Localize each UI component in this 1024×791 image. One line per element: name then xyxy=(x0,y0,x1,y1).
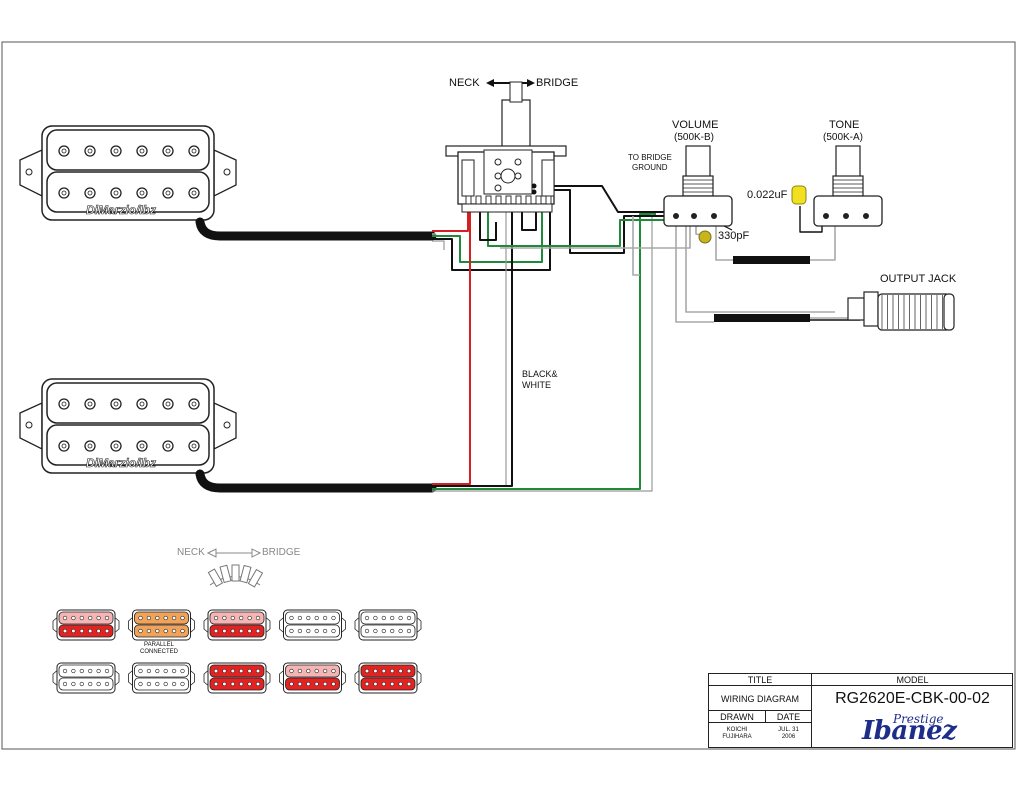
title-header: TITLE xyxy=(747,674,773,685)
neck-pole-piece xyxy=(188,187,200,199)
volume-value: (500K-B) xyxy=(674,132,715,143)
bridge-pole-piece xyxy=(136,398,148,410)
bridge-ground-label-1: TO BRIDGE xyxy=(628,153,672,162)
legend-bridge-pickup-state xyxy=(279,662,346,694)
volume-cap-label: 330pF xyxy=(718,230,750,242)
neck-pole-piece xyxy=(110,145,122,157)
drawn-by-1: KOICHI xyxy=(726,727,748,733)
date-header: DATE xyxy=(776,712,801,722)
bridge-pole-piece xyxy=(58,398,70,410)
legend-neck-pickup-state xyxy=(354,609,422,641)
wires xyxy=(432,185,861,492)
parallel-label-2: CONNECTED xyxy=(139,649,178,655)
wire-bridge-green xyxy=(432,213,656,490)
model-value: RG2620E-CBK-00-02 xyxy=(835,689,990,707)
bridge-pole-piece xyxy=(84,440,96,452)
legend-neck-pickup-state xyxy=(128,609,195,641)
neck-pickup-coil-bottom xyxy=(46,171,210,213)
neck-pole-piece xyxy=(162,187,174,199)
neck-pole-piece xyxy=(110,187,122,199)
bridge-pickup-coil-top xyxy=(46,382,210,424)
wire-neck-black xyxy=(432,212,551,271)
legend-bridge-pickup-state xyxy=(203,662,271,694)
bridge-pickup-brand: DiMarzio/Ibz xyxy=(86,456,157,471)
bridge-pickup-cable xyxy=(195,469,437,493)
drawn-by-2: FUJIHARA xyxy=(722,734,752,740)
tone-value: (500K-A) xyxy=(823,132,864,143)
wire-bridge-red xyxy=(432,212,471,485)
neck-pole-piece xyxy=(58,145,70,157)
bridge-pole-piece xyxy=(58,440,70,452)
volume-treble-bleed-capacitor xyxy=(698,230,712,244)
bridge-pole-piece xyxy=(188,440,200,452)
output-jack xyxy=(847,291,955,331)
drawn-header: DRAWN xyxy=(720,712,754,722)
wire-switch-hot xyxy=(532,185,670,213)
neck-pickup xyxy=(19,125,237,221)
neck-pole-piece xyxy=(58,187,70,199)
neck-pickup-coil-top xyxy=(46,129,210,171)
bridge-pole-piece xyxy=(110,398,122,410)
title-value: WIRING DIAGRAM xyxy=(721,693,799,704)
black-white-label-1: BLACK& xyxy=(522,369,558,379)
output-jack-label: OUTPUT JACK xyxy=(880,273,957,285)
bridge-pole-piece xyxy=(136,440,148,452)
legend-neck-pickup-state xyxy=(203,609,271,641)
neck-pole-piece xyxy=(84,187,96,199)
neck-pole-piece xyxy=(84,145,96,157)
volume-label: VOLUME xyxy=(672,119,719,131)
legend-neck-pickup-state xyxy=(279,609,346,641)
bridge-pole-piece xyxy=(162,398,174,410)
neck-pole-piece xyxy=(136,145,148,157)
legend-bridge-label: BRIDGE xyxy=(262,547,301,558)
tone-cap-label: 0.022uF xyxy=(747,189,788,201)
legend-bridge-pickup-state xyxy=(128,662,195,694)
bridge-pole-piece xyxy=(162,440,174,452)
bridge-ground-label-2: GROUND xyxy=(632,163,668,172)
wire-neck-red xyxy=(432,212,469,232)
legend-bridge-pickup-state xyxy=(52,662,120,694)
wire-switch-green xyxy=(487,212,670,247)
switch-neck-label: NECK xyxy=(449,77,480,89)
wire-bridge-black-white xyxy=(432,212,513,487)
legend-neck-pickup-state xyxy=(52,609,120,641)
neck-pole-piece xyxy=(136,187,148,199)
model-header: MODEL xyxy=(896,674,929,685)
date-2: 2006 xyxy=(781,734,796,740)
tone-label: TONE xyxy=(829,119,860,131)
tone-pot xyxy=(813,145,883,227)
lever-positions-icon xyxy=(207,564,264,588)
bridge-pole-piece xyxy=(110,440,122,452)
legend-arrow xyxy=(206,548,262,558)
bridge-pickup xyxy=(19,378,237,474)
sheet-border xyxy=(1,41,1016,750)
five-way-switch xyxy=(445,81,567,213)
volume-pot xyxy=(663,145,733,227)
bridge-pole-piece xyxy=(188,398,200,410)
neck-pole-piece xyxy=(162,145,174,157)
brand-sub: Prestige xyxy=(893,712,944,726)
bridge-pickup-coil-bottom xyxy=(46,424,210,466)
switch-bridge-label: BRIDGE xyxy=(536,77,579,89)
legend-bridge-pickup-state xyxy=(354,662,422,694)
neck-pickup-cable xyxy=(195,217,437,241)
tone-capacitor xyxy=(791,185,807,205)
black-white-label-2: WHITE xyxy=(522,380,551,390)
legend-neck-label: NECK xyxy=(177,547,205,558)
parallel-label-1: PARALLEL xyxy=(144,642,174,648)
neck-pickup-brand: DiMarzio/Ibz xyxy=(86,203,157,218)
bridge-pole-piece xyxy=(84,398,96,410)
brand-logo: Ibanez xyxy=(862,716,957,746)
neck-pole-piece xyxy=(188,145,200,157)
wire-switch-to-volume-black xyxy=(532,189,670,254)
date-1: JUL. 31 xyxy=(778,727,799,733)
legend-row-neck xyxy=(52,609,422,641)
legend-row-bridge xyxy=(52,662,422,694)
